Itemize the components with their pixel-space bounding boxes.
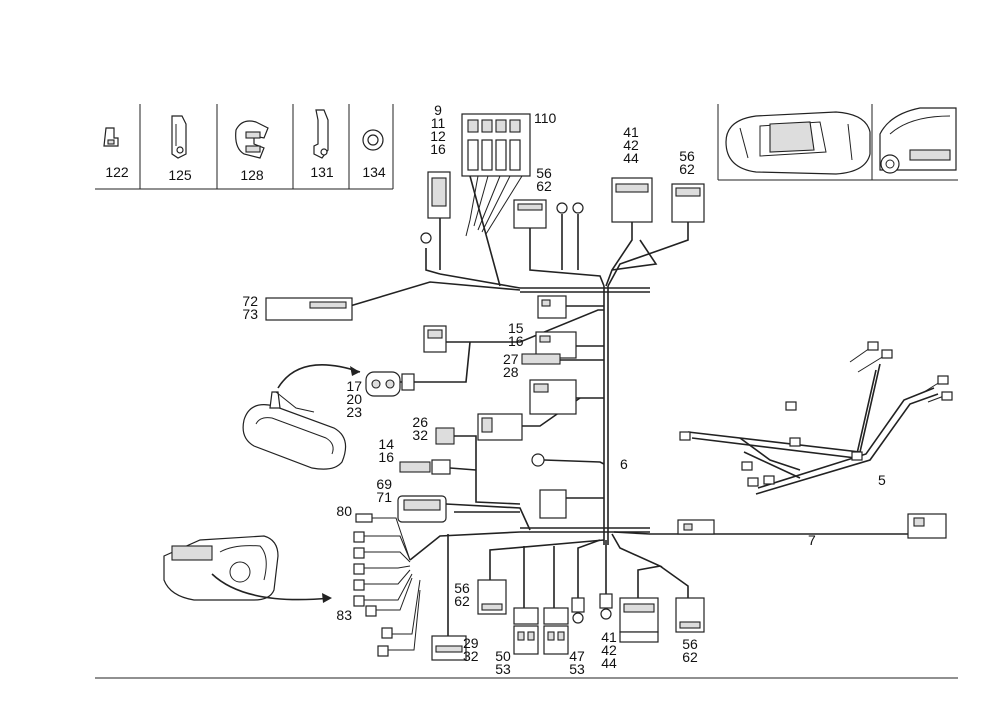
callout-83: 83 bbox=[336, 607, 352, 623]
connector-29-32 bbox=[431, 635, 467, 661]
mirror-arrow bbox=[277, 364, 361, 389]
part-label-128: 128 bbox=[240, 167, 264, 183]
callout-27-28: 27 28 bbox=[503, 351, 519, 380]
main-trunk bbox=[349, 175, 944, 636]
callout-41-42-44-top: 41 42 44 bbox=[623, 124, 639, 166]
eyelets-bottom bbox=[571, 593, 613, 624]
connector-56-62-bottom-left bbox=[477, 579, 507, 615]
connector-26-32 bbox=[435, 413, 523, 445]
callout-7: 7 bbox=[808, 532, 816, 548]
connector-50-53 bbox=[513, 607, 539, 655]
callout-72-73: 72 73 bbox=[242, 293, 258, 322]
part-label-125: 125 bbox=[168, 167, 192, 183]
callout-9-11-12-16: 9 11 12 16 bbox=[430, 102, 446, 157]
connector-41-42-44-bottom bbox=[619, 597, 659, 643]
relay-block bbox=[461, 113, 531, 177]
callout-56-62-b: 56 62 bbox=[679, 148, 695, 177]
car-top-view-icon bbox=[725, 111, 871, 175]
connectors-27-28 bbox=[521, 353, 577, 415]
grommet-icon bbox=[362, 129, 384, 151]
callout-17-20-23: 17 20 23 bbox=[346, 378, 362, 420]
car-front-view-icon bbox=[879, 107, 957, 174]
connector-9-16 bbox=[420, 171, 451, 244]
callout-14-16: 14 16 bbox=[378, 436, 394, 465]
mirror-arrow-head bbox=[350, 366, 360, 376]
callout-56-62-d: 56 62 bbox=[682, 636, 698, 665]
connector-56-62-right bbox=[671, 183, 705, 223]
callout-110: 110 bbox=[534, 110, 557, 126]
part-label-131: 131 bbox=[310, 164, 334, 180]
cluster-arrow-head bbox=[322, 593, 332, 603]
callout-26-32: 26 32 bbox=[412, 414, 428, 443]
cluster-arrow bbox=[211, 573, 331, 601]
rear-view-mirror-icon bbox=[242, 391, 347, 470]
callout-80: 80 bbox=[336, 503, 352, 519]
instrument-branch-lines bbox=[364, 517, 421, 651]
part-label-122: 122 bbox=[105, 164, 129, 180]
callout-56-62-c: 56 62 bbox=[454, 580, 470, 609]
connector-69-71 bbox=[397, 489, 567, 523]
callout-15-16: 15 16 bbox=[508, 320, 524, 349]
callout-6: 6 bbox=[620, 456, 628, 472]
connector-41-42-44-top bbox=[611, 177, 653, 223]
callout-56-62-a: 56 62 bbox=[536, 165, 552, 194]
connector-56-62-bottom-right bbox=[675, 597, 705, 633]
callout-41-42-44-bottom: 41 42 44 bbox=[601, 629, 617, 671]
ground-eyelet bbox=[531, 453, 545, 467]
connector-plug-342 bbox=[423, 325, 447, 353]
double-clip-icon bbox=[235, 120, 269, 159]
connector-7 bbox=[677, 513, 947, 539]
instrument-cluster-icon bbox=[163, 535, 279, 601]
parts-strip-frame bbox=[95, 104, 958, 190]
part-label-134: 134 bbox=[362, 164, 386, 180]
connector-47-53 bbox=[543, 607, 569, 655]
clip-icon bbox=[103, 127, 119, 147]
connector-72-73 bbox=[265, 297, 353, 321]
wiring-harness-icon bbox=[679, 341, 953, 495]
connector-56-62-top bbox=[513, 199, 584, 229]
relay-fan-lines bbox=[465, 175, 523, 237]
bracket-clip-icon bbox=[171, 115, 187, 159]
callout-69-71: 69 71 bbox=[376, 476, 392, 505]
callout-29-32: 29 32 bbox=[463, 635, 479, 664]
hook-clip-icon bbox=[313, 109, 329, 159]
callout-47-53: 47 53 bbox=[569, 648, 585, 677]
callout-5: 5 bbox=[878, 472, 886, 488]
connector-14-16 bbox=[399, 459, 451, 475]
bulb-sockets-80-83 bbox=[353, 513, 393, 657]
switch-17-20-23 bbox=[365, 371, 415, 397]
callout-50-53: 50 53 bbox=[495, 648, 511, 677]
